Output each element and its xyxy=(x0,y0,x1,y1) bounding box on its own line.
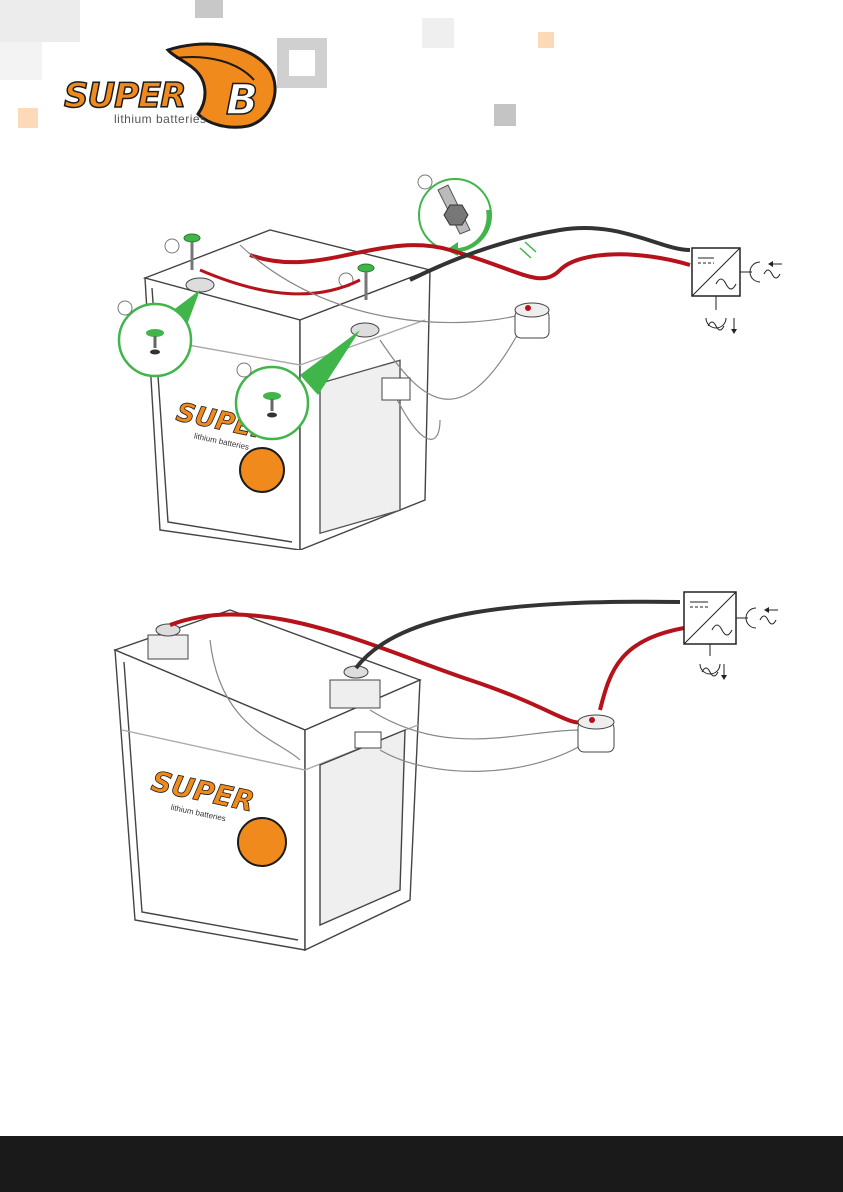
ac-output-arrow-icon xyxy=(700,644,727,680)
dc-ac-converter-icon xyxy=(684,592,736,644)
decor-square xyxy=(18,108,38,128)
dc-ac-converter-icon xyxy=(692,248,740,296)
comm-connector-bottom xyxy=(355,732,381,748)
decor-square xyxy=(538,32,554,48)
decor-square xyxy=(195,0,223,18)
ac-input-arrow-icon xyxy=(736,607,778,628)
decor-square xyxy=(422,18,454,48)
relay-top xyxy=(515,303,549,338)
decor-square xyxy=(0,42,42,80)
comm-connector-top xyxy=(382,378,410,400)
relay-bottom xyxy=(578,715,614,752)
decor-square xyxy=(0,0,80,42)
footer-bar xyxy=(0,1136,843,1192)
decor-square xyxy=(494,104,516,126)
step-marker xyxy=(165,239,179,253)
logo-wordmark: SUPER xyxy=(64,76,185,116)
charger-positive-cable xyxy=(600,628,684,710)
battery-label-flame-icon xyxy=(240,448,284,492)
connection-diagram-top: SUPER lithium batteries xyxy=(0,170,843,550)
ac-input-arrow-icon xyxy=(740,261,782,282)
svg-text:B: B xyxy=(226,75,258,124)
step-marker xyxy=(237,363,251,377)
cable-break-icon xyxy=(520,242,536,258)
step-marker xyxy=(418,175,432,189)
brand-logo: B SUPER lithium batteries xyxy=(58,40,278,130)
connection-diagram-bottom: SUPER lithium batteries xyxy=(0,580,843,970)
decor-square xyxy=(289,50,315,76)
ac-output-arrow-icon xyxy=(706,296,737,334)
battery-label-flame-icon xyxy=(238,818,286,866)
logo-tagline: lithium batteries xyxy=(114,112,207,126)
step-marker xyxy=(118,301,132,315)
